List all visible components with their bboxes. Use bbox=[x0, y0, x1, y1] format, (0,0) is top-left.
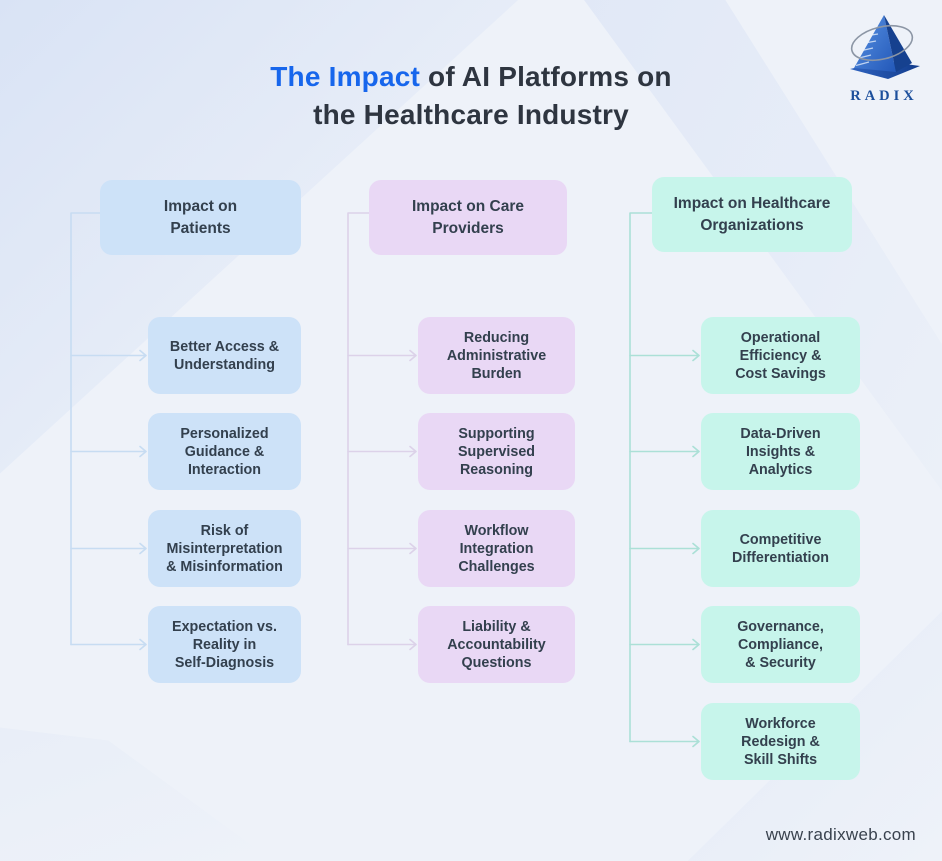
page-title-line1: The Impact of AI Platforms on bbox=[0, 58, 942, 96]
connector-care-providers bbox=[347, 212, 417, 651]
column-header-patients: Impact on Patients bbox=[100, 180, 301, 255]
column-header-care-providers: Impact on Care Providers bbox=[369, 180, 567, 255]
node-risk-misinterpretation: Risk of Misinterpretation & Misinformati… bbox=[148, 510, 301, 587]
node-expectation-vs-reality: Expectation vs. Reality in Self-Diagnosi… bbox=[148, 606, 301, 683]
node-better-access: Better Access & Understanding bbox=[148, 317, 301, 394]
footer-website: www.radixweb.com bbox=[765, 825, 916, 844]
node-workforce-redesign: Workforce Redesign & Skill Shifts bbox=[701, 703, 860, 780]
node-workflow-integration: Workflow Integration Challenges bbox=[418, 510, 575, 587]
node-liability-accountability: Liability & Accountability Questions bbox=[418, 606, 575, 683]
column-header-healthcare-organizations: Impact on Healthcare Organizations bbox=[652, 177, 852, 252]
pyramid-logo-icon: RADIX bbox=[850, 15, 920, 104]
node-supervised-reasoning: Supporting Supervised Reasoning bbox=[418, 413, 575, 490]
node-reducing-admin-burden: Reducing Administrative Burden bbox=[418, 317, 575, 394]
node-personalized-guidance: Personalized Guidance & Interaction bbox=[148, 413, 301, 490]
page-title-highlight: The Impact bbox=[270, 61, 421, 92]
node-governance-compliance: Governance, Compliance, & Security bbox=[701, 606, 860, 683]
connector-patients bbox=[70, 212, 147, 651]
page-title: The Impact of AI Platforms on the Health… bbox=[0, 58, 942, 134]
page-title-rest: of AI Platforms on bbox=[420, 61, 672, 92]
radix-logo: RADIX bbox=[838, 8, 930, 106]
connector-healthcare-organizations bbox=[629, 212, 700, 748]
node-competitive-differentiation: Competitive Differentiation bbox=[701, 510, 860, 587]
node-data-driven-insights: Data-Driven Insights & Analytics bbox=[701, 413, 860, 490]
page-title-line2: the Healthcare Industry bbox=[313, 99, 629, 130]
brand-name: RADIX bbox=[850, 88, 918, 104]
node-operational-efficiency: Operational Efficiency & Cost Savings bbox=[701, 317, 860, 394]
